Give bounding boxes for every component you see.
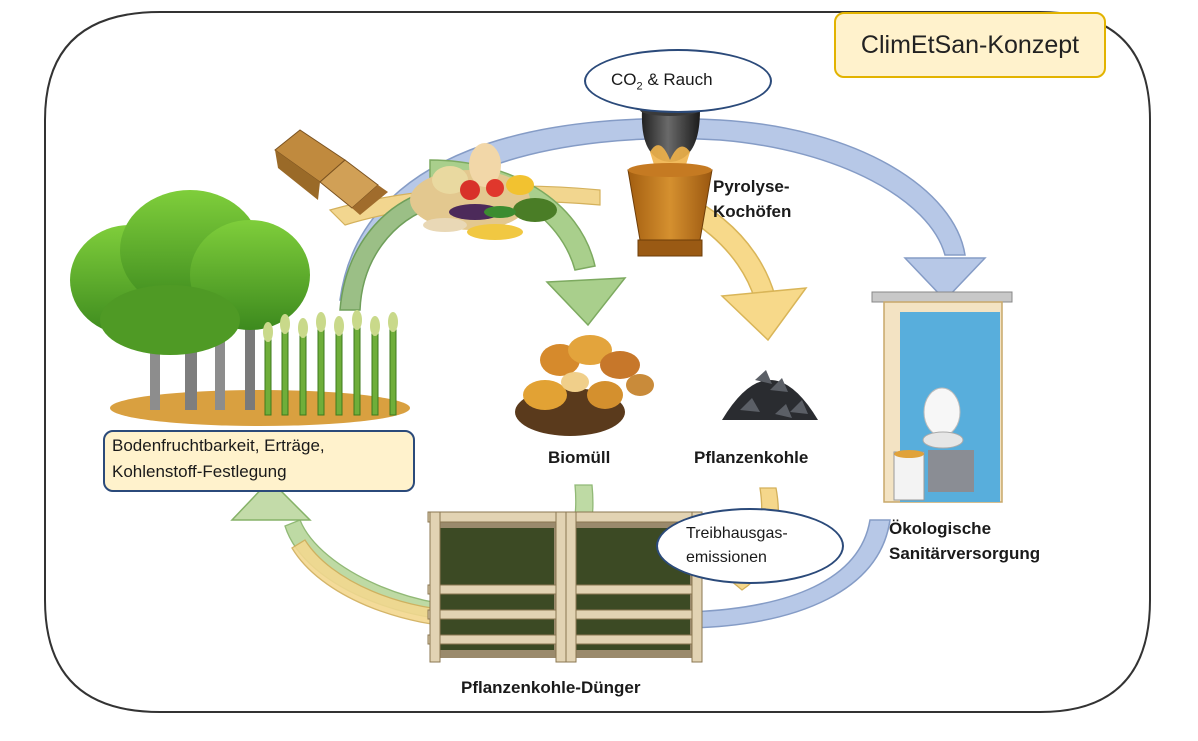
outer-frame (44, 11, 1151, 713)
arrow-head-boden (230, 478, 312, 521)
treibhaus-label-line2: emissionen (686, 549, 767, 566)
duenger-label: Pflanzenkohle-Dünger (461, 678, 641, 697)
soil-benefit-box (103, 430, 415, 492)
biochar-pile-image (722, 370, 818, 420)
co2-ellipse (584, 49, 772, 113)
wood-logs-image (274, 129, 388, 215)
soil-label-line2: Kohlenstoff-Festlegung (112, 462, 287, 481)
pyrolyse-label-line1: Pyrolyse- (713, 177, 790, 196)
trees-field-image (70, 190, 410, 426)
sanitaer-label-line1: Ökologische (889, 519, 992, 538)
soil-label-line1: Bodenfruchtbarkeit, Erträge, (112, 436, 325, 455)
toilet-hut-image (871, 291, 1013, 503)
pyrolysis-stove-image (627, 104, 713, 257)
biomuell-label: Biomüll (548, 448, 611, 467)
treibhaus-label-line1: Treibhausgas- (686, 525, 788, 542)
co2-label: CO2 & Rauch (611, 70, 713, 93)
pyrolyse-label-line2: Kochöfen (713, 202, 792, 221)
treibhaus-ellipse (656, 508, 844, 584)
biowaste-image (515, 335, 654, 436)
vegetables-image (410, 143, 557, 240)
sanitaer-label-line2: Sanitärversorgung (889, 544, 1041, 563)
page-title: ClimEtSan-Konzept (834, 12, 1106, 78)
pflanzenkohle-label: Pflanzenkohle (694, 448, 809, 467)
